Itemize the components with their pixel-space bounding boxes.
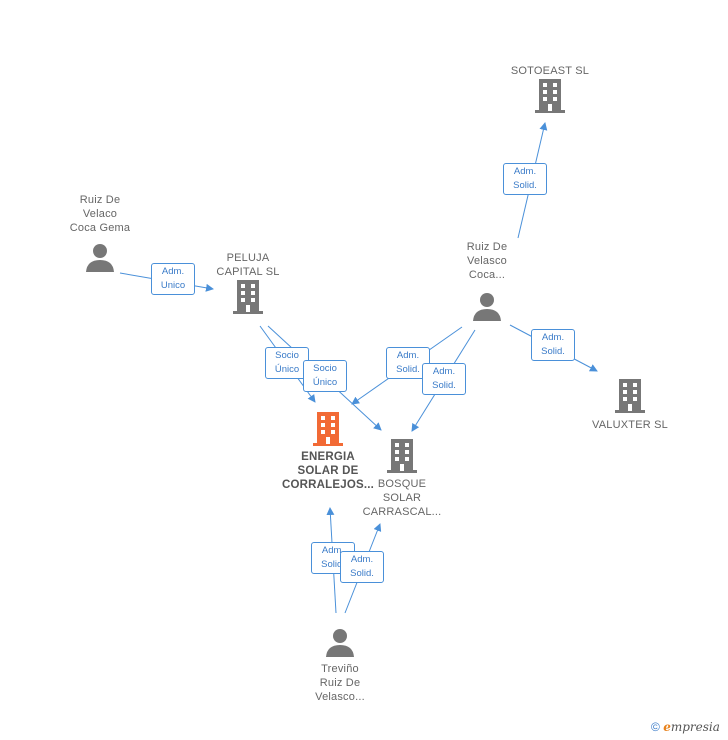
node-sotoeast[interactable]: SOTOEAST SL [500,64,600,114]
node-valuxter[interactable]: VALUXTER SL [580,378,680,432]
node-bosque[interactable]: BOSQUE SOLAR CARRASCAL... [352,438,452,519]
node-label: SOTOEAST SL [510,65,590,77]
node-energia[interactable]: ENERGIA SOLAR DE CORRALEJOS... [268,411,388,492]
node-label: PELUJA CAPITAL SL [216,252,280,278]
node-trevino[interactable]: Treviño Ruiz De Velasco... [295,628,385,704]
brand-e: e [663,720,671,734]
node-ruiz-coca[interactable]: Ruiz De Velasco Coca... [442,240,532,322]
edge-badge-valuxter[interactable]: Adm. Solid. [531,329,575,361]
copyright-icon: © [651,720,660,734]
person-icon [86,244,114,272]
brand-rest: mpresia [670,720,720,734]
edge-badge-sotoeast[interactable]: Adm. Solid. [503,163,547,195]
edge-badge-peluja-admin[interactable]: Adm. Unico [151,263,195,295]
node-label: Ruiz De Velasco Coca... [466,241,508,281]
edge-badge-peluja-energia[interactable]: Socio Único [265,347,309,379]
edge-badge-trevino-bosque[interactable]: Adm. Solid. [340,551,384,583]
node-label: BOSQUE SOLAR CARRASCAL... [362,478,442,518]
node-ruiz-gema[interactable]: Ruiz De Velaco Coca Gema [55,193,145,273]
building-icon [615,379,645,413]
footer-brand: © empresia [651,720,720,734]
person-icon [326,629,354,657]
node-label: Treviño Ruiz De Velasco... [315,663,365,703]
edge-badge-ruiz-bosque[interactable]: Adm. Solid. [422,363,466,395]
building-icon [313,412,343,446]
node-peluja[interactable]: PELUJA CAPITAL SL [198,251,298,315]
person-icon [473,293,501,321]
node-label: Ruiz De Velaco Coca Gema [69,194,131,234]
node-label: VALUXTER SL [592,419,668,431]
building-icon [535,79,565,113]
node-label: ENERGIA SOLAR DE CORRALEJOS... [281,451,375,491]
building-icon [233,280,263,314]
edge-badge-peluja-bosque[interactable]: Socio Único [303,360,347,392]
building-icon [387,439,417,473]
brand-logo: empresia [663,720,720,734]
